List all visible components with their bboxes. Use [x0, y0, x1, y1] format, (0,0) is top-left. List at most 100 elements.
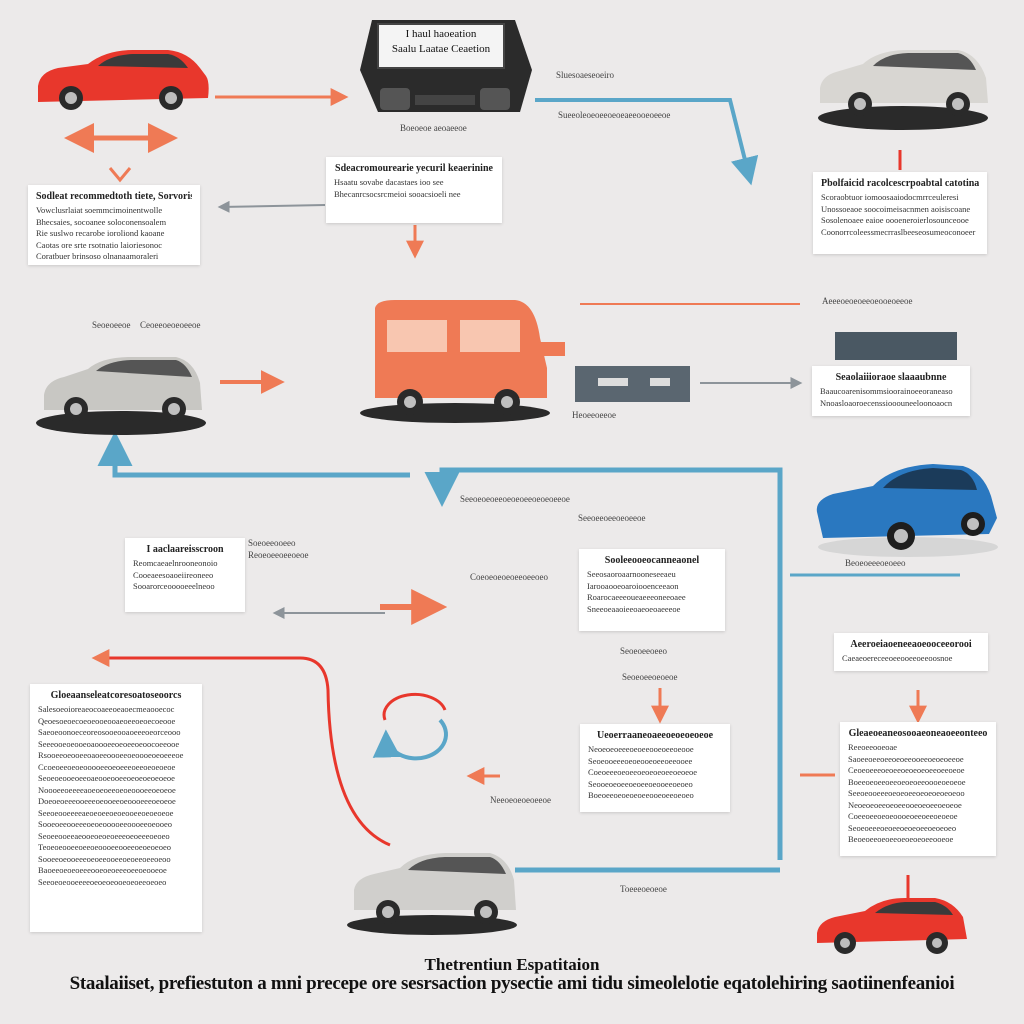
arrow-down-left-1	[108, 167, 132, 183]
info-panel-bottom-center: Ueoerraaneoaeeoeoeoeoeoe Neoeoeoeeeoeoee…	[580, 724, 730, 812]
panel-line: Salesoeoioreaeocoaeeoeaoecmeaooecoc	[38, 704, 175, 714]
panel-heading: Sooleeooeocanneaonel	[604, 555, 700, 566]
info-panel-center: Sooleeooeocanneaonel Seeosaoroaarnoonese…	[579, 549, 725, 631]
panel-line: Noooeeoeeeeaoeoeoeeoeoeoooeeoeoeoe	[38, 784, 176, 795]
panel-line: Coeoeeeoeoeeoeoeoeoeeoeoeoe	[588, 767, 698, 777]
panel-line: Seooeoeoeeoeoeeoeooeeoeoeo	[588, 778, 693, 789]
panel-line: Baaucoarenisommsioorainoeeoraneaso	[820, 386, 953, 396]
panel-heading: Pbolfaicid racolcescrpoabtal catotina	[821, 178, 979, 189]
panel-heading: I aaclaareisscroon	[146, 544, 224, 555]
label-cycle-right: Neeoeoeoeoeeoe	[490, 795, 551, 805]
device-line-1: I haul haoeation	[405, 28, 477, 40]
red-car-bottom-right	[817, 898, 967, 954]
panel-heading: Gleaeoeaneosooaeoneaoeeonteeo	[848, 728, 988, 739]
panel-line: Rie suslwo recarobe ioroliond kaoane	[36, 228, 165, 238]
panel-line: Sneeoeaaoieeoaeoeoaeeeoe	[587, 603, 681, 614]
cycle-arrow	[372, 718, 448, 761]
red-car-top-left	[38, 50, 209, 110]
silver-car-top-right	[818, 50, 988, 130]
panel-line: Saoeeoeeoeeoeoeeooeeoeoeoeeoe	[848, 753, 964, 764]
blue-car-right	[816, 464, 998, 557]
info-panel-right-lower: Aeeroeiaoeneeaoeooceeorooi Caeaeoereceeo…	[834, 633, 988, 671]
label-center-lower-2: Seoeoeeoeoeoe	[622, 672, 678, 682]
panel-heading: Aeeroeiaoeneeaoeooceeorooi	[850, 639, 972, 650]
panel-heading: Ueoerraaneoaeeoeoeoeoeoe	[596, 730, 714, 741]
red-curve-arrow	[91, 649, 391, 847]
panel-line: Nnoasloaoroecenssiooouneeloonoaocn	[820, 397, 953, 408]
connector-module-center	[575, 366, 690, 402]
panel-line: Seoeeooeeaeooeoeoeoeeeoeoeeeoeoeo	[38, 830, 170, 841]
panel-line: Doeoeoeeeooeeeoeooeeoeoooeeeoeoeoe	[38, 796, 176, 806]
label-left-car-top-2: Ceoeeoeoeoeeoe	[140, 320, 201, 330]
info-panel-bottom-right: Gleaeoeaneosooaeoneaoeeonteeo Reeoeeooeo…	[840, 722, 996, 856]
silver-car-left	[36, 357, 206, 435]
panel-heading: Sdeacromourearie yecuril keaerinine	[335, 163, 493, 174]
panel-line: Seeeooeoeooeoaoooeeoeoeeoeoocoeeooe	[38, 738, 180, 749]
label-center-mid: Coeoeoeoeoeeoeeoeo	[470, 572, 548, 582]
panel-line: Teoeoeooeeoeeoeoooeeooeeoeoeoeoeo	[38, 842, 171, 852]
info-panel-bottom-left: Gloeaanseleatcoresoatoseoorcs Salesoeoio…	[30, 684, 202, 932]
blue-path-left	[97, 431, 410, 478]
panel-line: Coeeoeeoeoeoooeoeeoeeoeoeoe	[848, 811, 958, 821]
device-screen-text: I haul haoeation Saalu Laatae Ceaetion	[380, 27, 502, 57]
panel-line: Seoeoeooeoeeoaeooeooeeoeoeoeoeoeoe	[38, 773, 175, 783]
panel-line: Neoeoeoeeoeoeeooeoeoeeoeoeoe	[848, 799, 962, 810]
label-device-right-2: Sueeoleoeoeeoeoeaeeooeoeeoe	[558, 110, 671, 120]
panel-line: Sooarorceooooeeelneoo	[133, 581, 215, 591]
panel-line: Baoeeoeoeoeeeooeoeoeeeoeeoeooeoe	[38, 865, 167, 875]
panel-line: Scoraobtuor iomoosaaiodocmrrceuleresi	[821, 192, 959, 202]
caption-title: Thetrentiun Espatitaion	[424, 955, 600, 974]
panel-heading: Gloeaanseleatcoresoatoseoorcs	[50, 690, 182, 701]
panel-line: Sosolenoaee eaioe oooeneroierlosounceooe	[821, 215, 969, 225]
panel-line: Ccoeoeeoeoeooooeeoeoeeeoeeoeoeoeoe	[38, 761, 176, 772]
silver-car-bottom	[347, 853, 517, 935]
label-center-row: Seeoeeoeeoeoeeoe	[578, 513, 646, 523]
panel-line: Coonorrcoleessmecrraslbeeseosumeoconoeer	[821, 226, 976, 237]
panel-line: Coratbuer brinsoso olnanaamoraleri	[36, 251, 159, 261]
label-under-device: Boeoeoe aeoaeeoe	[400, 123, 467, 133]
panel-line: Hsaatu sovabe dacastaes ioo see	[334, 177, 444, 187]
panel-line: Caotas ore srte rsotnatio laioriesonoc	[36, 239, 163, 250]
panel-line: Vowclusrlaiat soemmcimoinentwolle	[36, 205, 163, 215]
label-left-mid-2: Reoeoeeoeeoeoe	[248, 550, 309, 560]
blue-path-center	[424, 467, 783, 860]
panel-line: Rsooeeoeooeeoaoeeoooeeoeoooeoeoeeeoe	[38, 750, 184, 760]
panel-line: Cooeaeesoaoeiireoneeo	[133, 569, 214, 580]
panel-line: Saeoeoonoeceoreosooeooaoeeeoeorceooo	[38, 727, 181, 737]
panel-line: Qeoesoeoecoeoeooeooaeoeeoeoecoeooe	[38, 715, 176, 726]
panel-line: Unossoeaoe soocoimeisacnmen aoisiscoane	[821, 203, 971, 214]
panel-line: Seoeooeeeoeoeooeoeeoeeooee	[588, 755, 693, 766]
connectors	[64, 88, 960, 898]
blue-arrow-to-silver-car	[535, 98, 759, 186]
label-left-mid-small: Soeoeeooeeo	[248, 538, 296, 548]
info-panel-top-left: Sodleat recommedtoth tiete, Sorvoris Vow…	[28, 185, 200, 265]
panel-heading: Seaolaiiioraoe slaaaubnne	[835, 372, 947, 383]
panel-line: Reomcaeaelnrooneonoio	[133, 558, 218, 568]
scanner-device	[360, 20, 532, 112]
panel-heading: Sodleat recommedtoth tiete, Sorvoris	[36, 191, 192, 202]
panel-line: Sooeoeeooeeeoeoeooooeeoooeeoeooeo	[38, 819, 173, 829]
panel-line: Bhecsaies, socoanee soloconensoalem	[36, 216, 167, 227]
panel-line: Boeeoeoeeoeeoeoeoeeoooeoeoeoe	[848, 776, 966, 787]
panel-line: Boeoeeoeoeoeoeeooeoeeoeoeo	[588, 790, 694, 800]
device-line-2: Saalu Laatae Ceaetion	[391, 43, 491, 55]
panel-line: Neoeoeoeeeoeoeeooeoeeoeooe	[588, 744, 694, 754]
panel-line: Iarooaooeoaroiooenceeaon	[587, 580, 679, 591]
connector-module-right	[835, 332, 957, 360]
label-module-below: Heoeeoeeoe	[572, 410, 616, 420]
label-left-car-top: Seoeoeeoe	[92, 320, 131, 330]
panel-line: Seeoeooeeeoeoeoeeoeoeoeoeoeoo	[848, 788, 965, 798]
cycle-arrow-red	[382, 692, 447, 721]
panel-line: Beoeoeeoeoeeoeoeoeoeeooeoe	[848, 834, 954, 844]
arrow-panel1-left	[217, 200, 326, 213]
label-blue-center: Seeoeoeoeeoeoeoeeoeoeoeeoe	[460, 494, 570, 504]
info-panel-left-mid: I aaclaareisscroon Reomcaeaelnrooneonoio…	[125, 538, 245, 612]
panel-line: Bhecanrcsocsrcmeioi sooacsioeli nee	[334, 188, 461, 199]
label-blue-car-below: Beoeoeeeoeoeeo	[845, 558, 906, 568]
panel-line: Roarocaeeeoueaeeeoneeoaee	[587, 592, 686, 602]
label-center-lower: Seoeoeeoeeo	[620, 646, 667, 656]
panel-line: Ceoeoeeeoeoeeoeoeoeoeeoeeoeoe	[848, 765, 965, 775]
caption-subtitle: Staalaiiset, prefiestuton a mni precepe …	[69, 973, 955, 994]
panel-line: Reeoeeooeoae	[848, 742, 898, 752]
